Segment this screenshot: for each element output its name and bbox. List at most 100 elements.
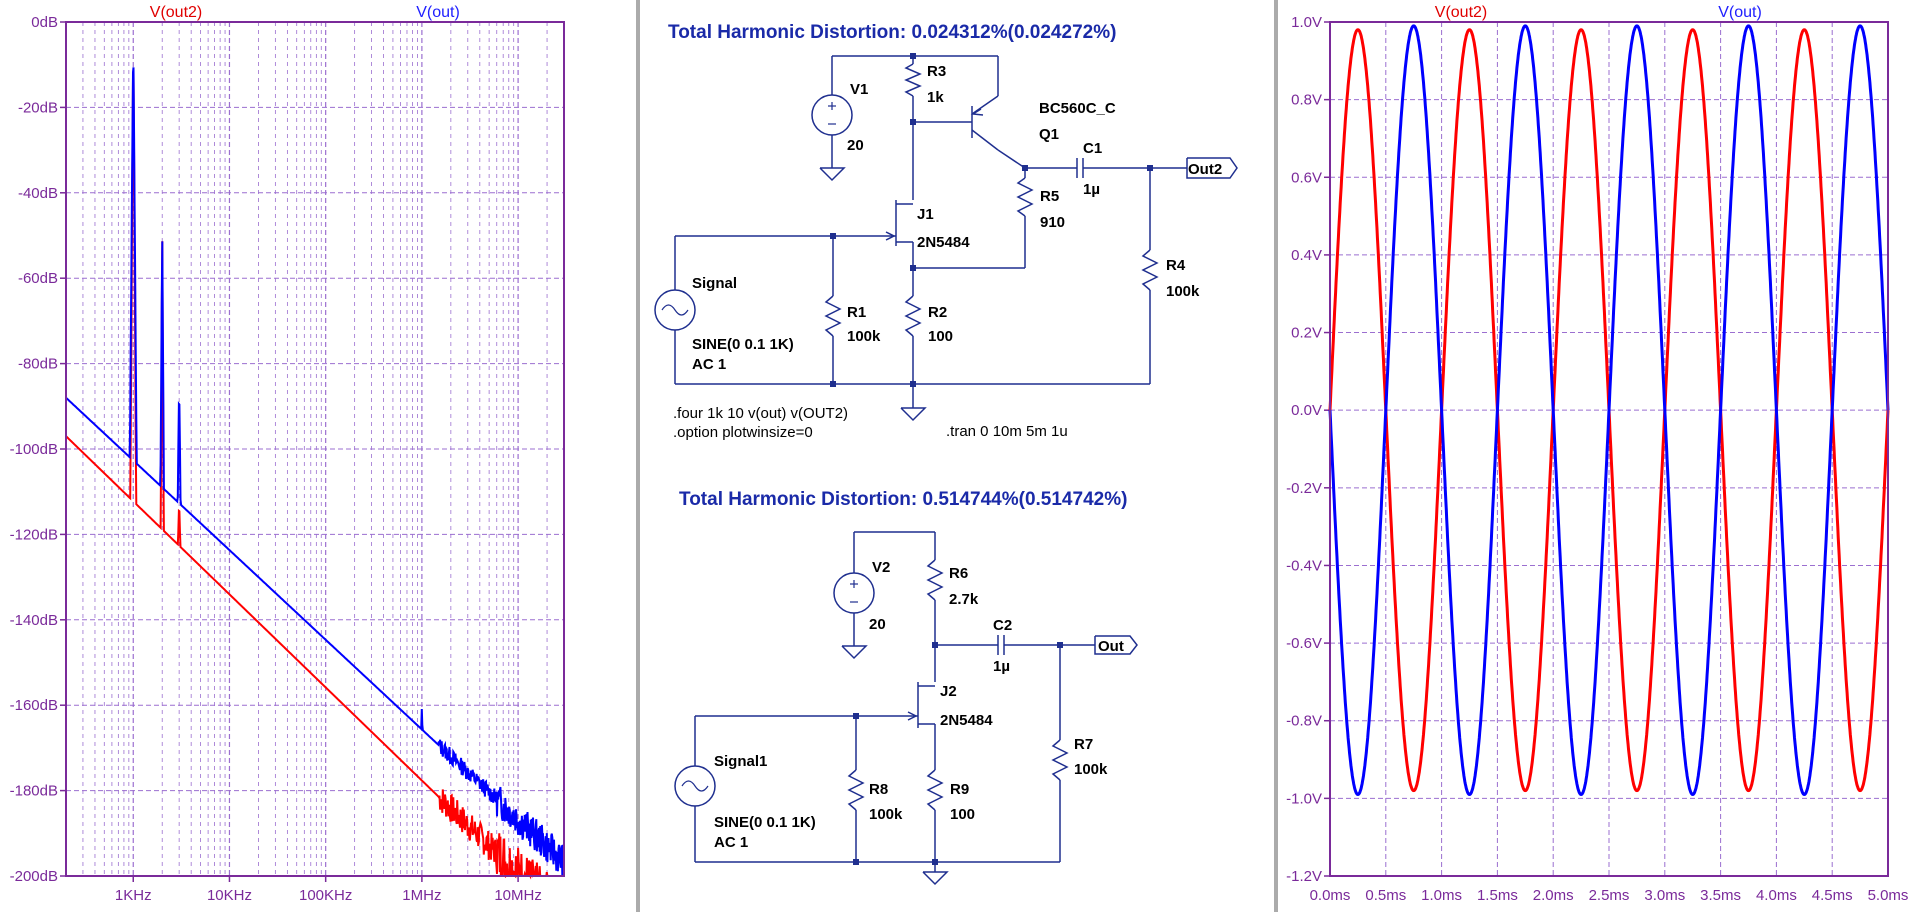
transient-y-tick-label: 0.8V bbox=[1291, 92, 1322, 109]
label-c2-value[interactable]: 1µ bbox=[993, 658, 1010, 675]
label-r3[interactable]: R3 bbox=[927, 63, 946, 80]
label-signal-spec[interactable]: SINE(0 0.1 1K) bbox=[692, 336, 794, 353]
label-r7-value[interactable]: 100k bbox=[1074, 761, 1108, 778]
transient-trace-vout bbox=[1328, 24, 1890, 797]
transient-x-tick-label: 5.0ms bbox=[1868, 887, 1909, 904]
schematic-wires bbox=[654, 55, 1238, 886]
label-q1-model[interactable]: BC560C_C bbox=[1039, 100, 1116, 117]
label-r1[interactable]: R1 bbox=[847, 304, 866, 321]
label-r6[interactable]: R6 bbox=[949, 565, 968, 582]
transient-y-tick-label: -1.0V bbox=[1286, 790, 1322, 807]
label-r9-value[interactable]: 100 bbox=[950, 806, 975, 823]
transient-x-tick-label: 1.5ms bbox=[1477, 887, 1518, 904]
schematic-canvas[interactable]: Total Harmonic Distortion: 0.024312%(0.0… bbox=[640, 0, 1274, 912]
label-out[interactable]: Out bbox=[1098, 638, 1124, 655]
transient-plot-pane[interactable]: V(out2) V(out) 1.0V 0.8V 0.6V 0.4V 0.2V 0.0V -… bbox=[1278, 0, 1917, 912]
transient-plot[interactable]: V(out2) V(out) 1.0V 0.8V 0.6V 0.4V 0.2V 0.0V -… bbox=[1278, 0, 1917, 912]
label-v1-value[interactable]: 20 bbox=[847, 137, 864, 154]
label-r7[interactable]: R7 bbox=[1074, 736, 1093, 753]
label-c1[interactable]: C1 bbox=[1083, 140, 1102, 157]
label-v1[interactable]: V1 bbox=[850, 81, 868, 98]
transient-y-tick-label: -0.6V bbox=[1286, 635, 1322, 652]
label-j2-model[interactable]: 2N5484 bbox=[940, 712, 993, 729]
fft-trace-vout2 bbox=[65, 72, 564, 880]
fft-y-tick-label: -80dB bbox=[18, 356, 58, 373]
transient-legend-vout2[interactable]: V(out2) bbox=[1435, 4, 1487, 21]
transient-x-tick-label: 4.5ms bbox=[1812, 887, 1853, 904]
directive-four[interactable]: .four 1k 10 v(out) v(OUT2) bbox=[673, 405, 848, 422]
transient-grid bbox=[1324, 21, 1889, 877]
label-v2-value[interactable]: 20 bbox=[869, 616, 886, 633]
transient-x-tick-label: 2.0ms bbox=[1533, 887, 1574, 904]
label-c2[interactable]: C2 bbox=[993, 617, 1012, 634]
transient-y-tick-label: 0.4V bbox=[1291, 247, 1322, 264]
transient-y-tick-label: 1.0V bbox=[1291, 14, 1322, 31]
fft-x-tick-label: 10MHz bbox=[494, 887, 542, 904]
transient-x-tick-label: 3.0ms bbox=[1644, 887, 1685, 904]
label-j1[interactable]: J1 bbox=[917, 206, 934, 223]
component-labels: V1 20 R3 1k BC560C_C Q1 C1 1µ R5 910 J1 … bbox=[692, 63, 1222, 851]
fft-legend-vout2[interactable]: V(out2) bbox=[150, 4, 202, 21]
label-signal-ac[interactable]: AC 1 bbox=[692, 356, 726, 373]
transient-x-tick-label: 4.0ms bbox=[1756, 887, 1797, 904]
label-r2-value[interactable]: 100 bbox=[928, 328, 953, 345]
label-j2[interactable]: J2 bbox=[940, 683, 957, 700]
label-signal1-ac[interactable]: AC 1 bbox=[714, 834, 748, 851]
fft-plot-pane[interactable]: V(out2) V(out) 0dB -20dB -40dB -60dB -80dB -1… bbox=[0, 0, 636, 912]
thd-top-heading: Total Harmonic Distortion: 0.024312%(0.0… bbox=[668, 22, 1116, 43]
fft-y-tick-label: -100dB bbox=[10, 441, 58, 458]
transient-x-tick-label: 3.5ms bbox=[1700, 887, 1741, 904]
transient-plot-frame bbox=[1329, 21, 1889, 877]
label-signal[interactable]: Signal bbox=[692, 275, 737, 292]
schematic-pane[interactable]: Total Harmonic Distortion: 0.024312%(0.0… bbox=[640, 0, 1274, 912]
fft-y-tick-label: -120dB bbox=[10, 526, 58, 543]
fft-x-tick-label: 1KHz bbox=[115, 887, 152, 904]
thd-bottom-heading: Total Harmonic Distortion: 0.514744%(0.5… bbox=[679, 489, 1127, 510]
transient-legend-vout[interactable]: V(out) bbox=[1718, 4, 1762, 21]
transient-x-tick-label: 1.0ms bbox=[1421, 887, 1462, 904]
fft-plot[interactable]: V(out2) V(out) 0dB -20dB -40dB -60dB -80dB -1… bbox=[0, 0, 636, 912]
label-r3-value[interactable]: 1k bbox=[927, 89, 944, 106]
label-r5[interactable]: R5 bbox=[1040, 188, 1059, 205]
label-r4-value[interactable]: 100k bbox=[1166, 283, 1200, 300]
fft-y-tick-label: -60dB bbox=[18, 270, 58, 287]
transient-x-tick-label: 2.5ms bbox=[1589, 887, 1630, 904]
fft-plot-frame bbox=[65, 21, 565, 877]
label-r2[interactable]: R2 bbox=[928, 304, 947, 321]
label-signal1-spec[interactable]: SINE(0 0.1 1K) bbox=[714, 814, 816, 831]
transient-y-tick-label: 0.0V bbox=[1291, 402, 1322, 419]
transient-y-tick-label: 0.6V bbox=[1291, 169, 1322, 186]
label-out2[interactable]: Out2 bbox=[1188, 161, 1222, 178]
fft-x-tick-label: 100KHz bbox=[299, 887, 352, 904]
source-glyphs bbox=[661, 102, 858, 792]
directive-tran[interactable]: .tran 0 10m 5m 1u bbox=[946, 423, 1068, 440]
fft-y-tick-label: -20dB bbox=[18, 99, 58, 116]
fft-y-tick-label: 0dB bbox=[31, 14, 58, 31]
label-r1-value[interactable]: 100k bbox=[847, 328, 881, 345]
label-r4[interactable]: R4 bbox=[1166, 257, 1186, 274]
label-q1[interactable]: Q1 bbox=[1039, 126, 1059, 143]
label-r9[interactable]: R9 bbox=[950, 781, 969, 798]
label-c1-value[interactable]: 1µ bbox=[1083, 181, 1100, 198]
fft-y-tick-labels: 0dB-20dB-40dB-60dB-80dB-100dB-120dB-140d… bbox=[10, 14, 58, 885]
label-j1-model[interactable]: 2N5484 bbox=[917, 234, 970, 251]
label-r5-value[interactable]: 910 bbox=[1040, 214, 1065, 231]
label-signal1[interactable]: Signal1 bbox=[714, 753, 767, 770]
transient-y-tick-label: -0.4V bbox=[1286, 557, 1322, 574]
fft-y-tick-label: -200dB bbox=[10, 868, 58, 885]
fft-y-tick-label: -160dB bbox=[10, 697, 58, 714]
transient-y-tick-label: 0.2V bbox=[1291, 325, 1322, 342]
fft-x-tick-label: 10KHz bbox=[207, 887, 252, 904]
directive-option[interactable]: .option plotwinsize=0 bbox=[673, 424, 813, 441]
transient-y-tick-label: -0.2V bbox=[1286, 480, 1322, 497]
fft-y-tick-label: -40dB bbox=[18, 185, 58, 202]
fft-legend-vout[interactable]: V(out) bbox=[416, 4, 460, 21]
label-r8[interactable]: R8 bbox=[869, 781, 888, 798]
label-r6-value[interactable]: 2.7k bbox=[949, 591, 979, 608]
fft-trace-vout bbox=[65, 67, 565, 877]
label-v2[interactable]: V2 bbox=[872, 559, 890, 576]
fft-x-tick-labels: 1KHz 10KHz 100KHz 1MHz 10MHz bbox=[115, 887, 542, 904]
fft-x-tick-label: 1MHz bbox=[402, 887, 441, 904]
label-r8-value[interactable]: 100k bbox=[869, 806, 903, 823]
